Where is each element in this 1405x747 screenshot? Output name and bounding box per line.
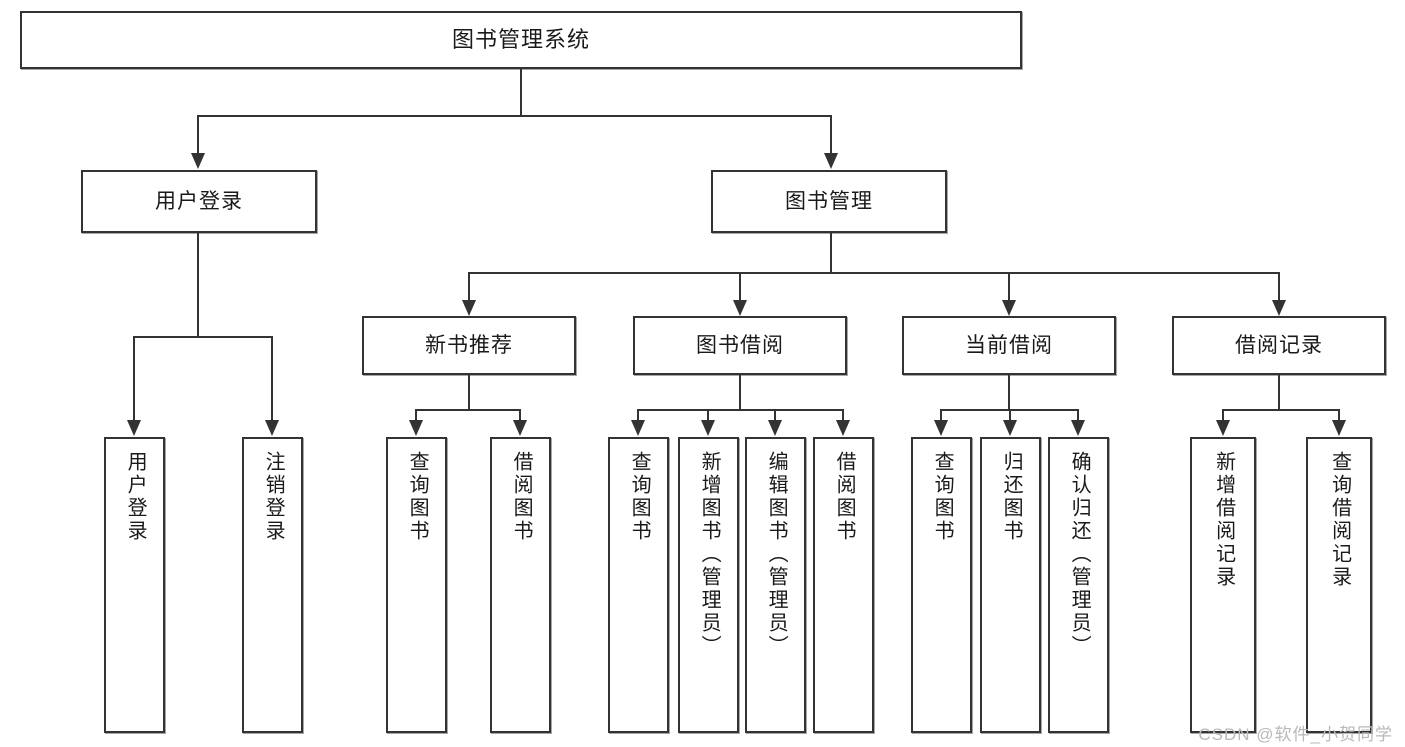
node-label: 查询图书 xyxy=(406,451,429,543)
node-label: 归还图书 xyxy=(1000,451,1023,543)
node-leaf-return-book[interactable]: 归还图书 xyxy=(980,437,1041,733)
connector-user-login-drop-2 xyxy=(271,336,273,422)
connector-user-login-drop-1 xyxy=(133,336,135,422)
connector-level2-bus xyxy=(197,115,832,117)
connector-book-borrow-stem xyxy=(739,375,741,410)
arrowhead-leaf-logout xyxy=(265,420,279,436)
connector-level3-bus xyxy=(468,272,1280,274)
node-leaf-confirm-return[interactable]: 确认归还（管理员） xyxy=(1048,437,1109,733)
arrowhead-leaf-add-record xyxy=(1216,420,1230,436)
connector-to-book-manage xyxy=(830,115,832,155)
node-leaf-add-book[interactable]: 新增图书（管理员） xyxy=(678,437,739,733)
node-label: 新增图书（管理员） xyxy=(698,451,721,658)
connector-current-borrow-stem xyxy=(1008,375,1010,410)
node-label: 确认归还（管理员） xyxy=(1068,451,1091,658)
node-leaf-borrow-book-1[interactable]: 借阅图书 xyxy=(490,437,551,733)
node-book-manage[interactable]: 图书管理 xyxy=(711,170,947,233)
arrowhead-borrow-record xyxy=(1272,300,1286,316)
arrowhead-book-manage xyxy=(824,153,838,169)
connector-to-user-login xyxy=(197,115,199,155)
connector-book-borrow-drop-2 xyxy=(707,409,709,421)
node-leaf-user-login[interactable]: 用户登录 xyxy=(104,437,165,733)
node-label: 当前借阅 xyxy=(965,333,1053,357)
connector-new-book-rec-drop-1 xyxy=(415,409,417,421)
connector-current-borrow-drop-2 xyxy=(1009,409,1011,421)
connector-to-borrow-record xyxy=(1278,272,1280,302)
connector-new-book-rec-stem xyxy=(468,375,470,410)
node-root-system[interactable]: 图书管理系统 xyxy=(20,11,1022,69)
connector-book-borrow-drop-1 xyxy=(637,409,639,421)
connector-to-current-borrow xyxy=(1008,272,1010,302)
connector-current-borrow-drop-1 xyxy=(940,409,942,421)
arrowhead-leaf-borrow-book-2 xyxy=(836,420,850,436)
node-label: 图书管理系统 xyxy=(451,26,590,52)
arrowhead-leaf-add-book xyxy=(701,420,715,436)
node-leaf-query-book-3[interactable]: 查询图书 xyxy=(911,437,972,733)
arrowhead-leaf-confirm-return xyxy=(1071,420,1085,436)
arrowhead-leaf-edit-book xyxy=(768,420,782,436)
connector-borrow-record-bus xyxy=(1222,409,1340,411)
node-leaf-query-book-2[interactable]: 查询图书 xyxy=(608,437,669,733)
arrowhead-leaf-query-book-3 xyxy=(934,420,948,436)
node-label: 借阅图书 xyxy=(833,451,856,543)
connector-user-login-bus xyxy=(133,336,272,338)
arrowhead-new-book-rec xyxy=(462,300,476,316)
node-label: 用户登录 xyxy=(124,451,147,543)
connector-borrow-record-stem xyxy=(1278,375,1280,410)
connector-user-login-stem xyxy=(197,233,199,336)
node-label: 借阅图书 xyxy=(510,451,533,543)
node-leaf-add-record[interactable]: 新增借阅记录 xyxy=(1190,437,1256,733)
node-user-login[interactable]: 用户登录 xyxy=(81,170,317,233)
arrowhead-current-borrow xyxy=(1002,300,1016,316)
connector-new-book-rec-bus xyxy=(415,409,521,411)
connector-current-borrow-drop-3 xyxy=(1077,409,1079,421)
node-label: 用户登录 xyxy=(155,189,243,213)
node-book-borrow[interactable]: 图书借阅 xyxy=(633,316,847,375)
connector-borrow-record-drop-1 xyxy=(1222,409,1224,421)
node-label: 查询借阅记录 xyxy=(1328,451,1351,589)
node-label: 编辑图书（管理员） xyxy=(765,451,788,658)
node-label: 查询图书 xyxy=(628,451,651,543)
node-leaf-query-book-1[interactable]: 查询图书 xyxy=(386,437,447,733)
node-label: 图书管理 xyxy=(785,189,873,213)
connector-borrow-record-drop-2 xyxy=(1338,409,1340,421)
connector-root-stem xyxy=(520,69,522,116)
node-label: 注销登录 xyxy=(262,451,285,543)
node-label: 新书推荐 xyxy=(425,333,513,357)
watermark-text: CSDN @软件_小贺同学 xyxy=(1198,725,1393,744)
node-current-borrow[interactable]: 当前借阅 xyxy=(902,316,1116,375)
arrowhead-leaf-query-book-2 xyxy=(631,420,645,436)
arrowhead-leaf-query-book-1 xyxy=(409,420,423,436)
connector-book-borrow-drop-4 xyxy=(842,409,844,421)
arrowhead-book-borrow xyxy=(733,300,747,316)
node-leaf-borrow-book-2[interactable]: 借阅图书 xyxy=(813,437,874,733)
arrowhead-leaf-query-record xyxy=(1332,420,1346,436)
connector-to-book-borrow xyxy=(739,272,741,302)
arrowhead-leaf-borrow-book-1 xyxy=(513,420,527,436)
node-leaf-query-record[interactable]: 查询借阅记录 xyxy=(1306,437,1372,733)
arrowhead-user-login xyxy=(191,153,205,169)
node-label: 借阅记录 xyxy=(1235,333,1323,357)
connector-book-borrow-bus xyxy=(637,409,843,411)
node-label: 图书借阅 xyxy=(696,333,784,357)
node-borrow-record[interactable]: 借阅记录 xyxy=(1172,316,1386,375)
node-leaf-edit-book[interactable]: 编辑图书（管理员） xyxy=(745,437,806,733)
arrowhead-leaf-user-login xyxy=(127,420,141,436)
node-label: 新增借阅记录 xyxy=(1212,451,1235,589)
connector-book-manage-stem xyxy=(830,233,832,273)
node-leaf-logout[interactable]: 注销登录 xyxy=(242,437,303,733)
connector-to-new-book-rec xyxy=(468,272,470,302)
connector-book-borrow-drop-3 xyxy=(774,409,776,421)
connector-new-book-rec-drop-2 xyxy=(519,409,521,421)
node-new-book-rec[interactable]: 新书推荐 xyxy=(362,316,576,375)
arrowhead-leaf-return-book xyxy=(1003,420,1017,436)
node-label: 查询图书 xyxy=(931,451,954,543)
